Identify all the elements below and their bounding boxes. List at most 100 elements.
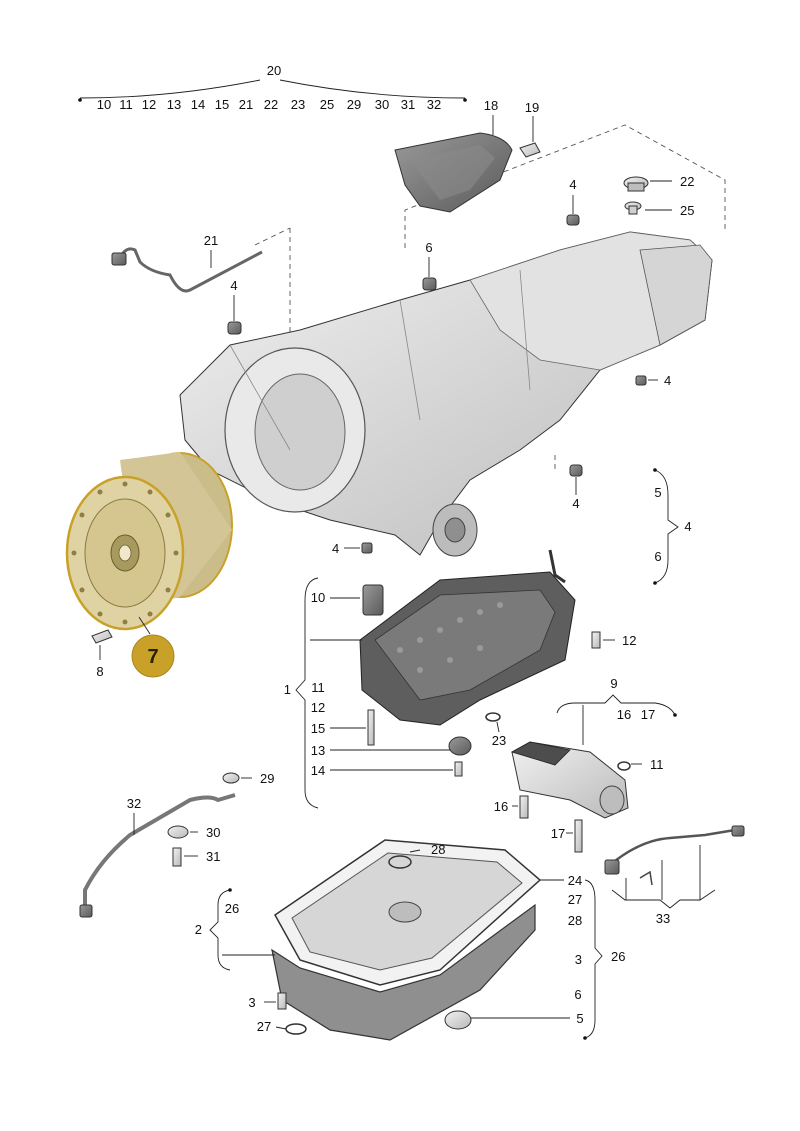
- group-1-item: 14: [311, 763, 325, 778]
- bolt-8-part: 8: [91, 629, 113, 679]
- group-4-item: 6: [654, 549, 661, 564]
- group-20-item: 23: [291, 97, 305, 112]
- group-20-item: 29: [347, 97, 361, 112]
- callout-label: 27: [257, 1019, 271, 1034]
- callout-label: 5: [576, 1011, 583, 1026]
- callout-label: 11: [650, 757, 664, 772]
- callout-27: 27: [257, 1019, 287, 1034]
- filler-cap-22-part: 22: [623, 174, 694, 192]
- filter-10-part: [330, 584, 384, 616]
- callout-label: 19: [525, 100, 539, 115]
- callout-label: 4: [332, 541, 339, 556]
- group-20-item: 11: [119, 97, 133, 112]
- callout-label: 4: [664, 373, 671, 388]
- plug-4-lower-right-part: 4: [569, 464, 583, 511]
- group-9-parent: 9: [610, 676, 617, 691]
- group-20-item: 14: [191, 97, 205, 112]
- highlight-badge: [131, 634, 175, 678]
- seal-11-part: 11: [617, 757, 664, 772]
- group-1-item: 10: [311, 590, 325, 605]
- group-1-item: 13: [311, 743, 325, 758]
- group-1-item: 15: [311, 721, 325, 736]
- transmission-housing-part: [179, 231, 713, 557]
- plug-4-lower-left-part: 4: [332, 541, 373, 556]
- group-1-bracket: 10 11 12 15 13 14 1: [284, 577, 453, 809]
- callout-label: 3: [248, 995, 255, 1010]
- wiring-harness-33-part: 33: [604, 825, 745, 926]
- group-20-item: 12: [142, 97, 156, 112]
- callout-label: 32: [127, 796, 141, 811]
- bolt-31-part: 31: [172, 847, 220, 867]
- callout-5-drain: 5: [471, 1011, 584, 1026]
- bolt-16-part: 16: [494, 795, 529, 819]
- group-9-item: 17: [641, 707, 655, 722]
- group-20-label: 20: [267, 63, 281, 78]
- oil-pipe-32-part: 32: [79, 793, 236, 918]
- group-20-item: 21: [239, 97, 253, 112]
- group-2-bracket: 26 2: [195, 888, 275, 971]
- bolt-12-part: 12: [591, 631, 636, 649]
- callout-label: 6: [425, 240, 432, 255]
- connector-13-part: [367, 709, 472, 777]
- plug-6-part: 6: [422, 240, 437, 291]
- group-3-item: 28: [568, 913, 582, 928]
- transmission-cover-part: [394, 132, 513, 213]
- callout-label: 29: [260, 771, 274, 786]
- plug-4-left-part: 4: [227, 278, 242, 335]
- callout-label: 28: [431, 842, 445, 857]
- callout-label: 25: [680, 203, 694, 218]
- control-module-part: [510, 741, 629, 819]
- plug-4-right-part: 4: [635, 373, 671, 388]
- callout-label: 30: [206, 825, 220, 840]
- callout-label: 17: [551, 826, 565, 841]
- group-4-parent: 4: [684, 519, 691, 534]
- callout-3: 3: [248, 995, 276, 1010]
- group-2-item: 26: [225, 901, 239, 916]
- group-20-item: 13: [167, 97, 181, 112]
- callout-18: 18: [484, 98, 498, 135]
- callout-label: 12: [622, 633, 636, 648]
- plug-4-top-part: 4: [566, 177, 580, 226]
- callout-label: 4: [230, 278, 237, 293]
- group-20-item: 25: [320, 97, 334, 112]
- seal-30-part: 30: [167, 825, 220, 840]
- bolt-17-part: 17: [551, 819, 583, 853]
- group-20-item: 10: [97, 97, 111, 112]
- group-1-item: 11: [311, 680, 325, 695]
- group-9-bracket: 9 16 17: [556, 676, 677, 745]
- callout-label: 22: [680, 174, 694, 189]
- group-20-bracket: 20 10 11 12 13 14 15 21 22 23 25 29 30 3…: [78, 63, 467, 112]
- callout-label: 31: [206, 849, 220, 864]
- group-20-item: 15: [215, 97, 229, 112]
- group-4-bracket: 5 6 4: [653, 468, 692, 585]
- seal-23-part: 23: [485, 712, 506, 748]
- bolt-19-part: 19: [519, 100, 541, 158]
- oil-pan-gasket-part: [274, 839, 542, 986]
- oil-pan-part: [271, 903, 536, 1041]
- group-2-parent: 2: [195, 922, 202, 937]
- group-1-parent: 1: [284, 682, 291, 697]
- group-3-parent: 3: [575, 952, 582, 967]
- seal-29-part: 29: [222, 771, 274, 786]
- group-20-item: 31: [401, 97, 415, 112]
- group-20-item: 22: [264, 97, 278, 112]
- valve-body-part: [359, 549, 576, 726]
- callout-label: 16: [494, 799, 508, 814]
- callout-label: 23: [492, 733, 506, 748]
- group-3-bracket: 24 27 28 26 6 3: [540, 873, 625, 1040]
- breather-line-21-part: 21: [111, 233, 263, 293]
- group-3-item: 24: [568, 873, 582, 888]
- seal-25-part: 25: [624, 201, 694, 218]
- highlighted-part-7: 7: [65, 452, 233, 678]
- group-20-item: 30: [375, 97, 389, 112]
- group-1-item: 12: [311, 700, 325, 715]
- callout-label: 4: [572, 496, 579, 511]
- group-9-item: 16: [617, 707, 631, 722]
- group-3-item: 27: [568, 892, 582, 907]
- callout-28: 28: [409, 842, 445, 857]
- highlight-badge-label: 7: [147, 646, 158, 668]
- group-3-item: 26: [611, 949, 625, 964]
- callout-label: 21: [204, 233, 218, 248]
